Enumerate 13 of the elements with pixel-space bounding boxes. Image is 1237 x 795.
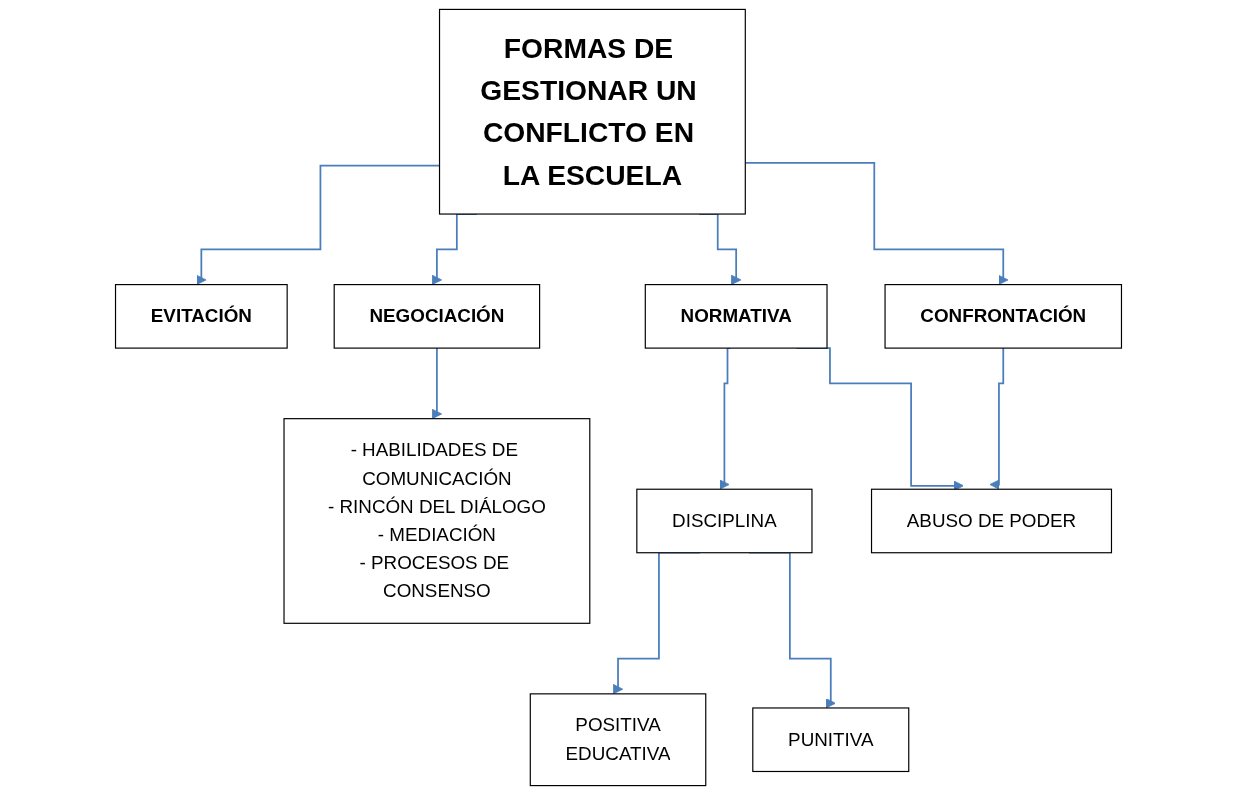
node-box: EVITACIÓN bbox=[114, 284, 288, 349]
node-box: PUNITIVA bbox=[752, 707, 910, 773]
node-box: CONFRONTACIÓN bbox=[884, 284, 1123, 349]
node-box: NORMATIVA bbox=[644, 284, 828, 349]
node-box: DISCIPLINA bbox=[636, 488, 813, 554]
arrow bbox=[989, 347, 1005, 490]
node-box: ABUSO DE PODER bbox=[870, 488, 1113, 554]
node-box: NEGOCIACIÓN bbox=[333, 284, 541, 349]
node-box: POSITIVA EDUCATIVA bbox=[529, 693, 707, 787]
node-box: - HABILIDADES DE COMUNICACIÓN - RINCÓN DEL DIÁLOGO - MEDIACIÓN - PROCESOS DE CONSENSO bbox=[283, 418, 591, 624]
arrow bbox=[431, 347, 443, 420]
node-box: FORMAS DE GESTIONAR UN CONFLICTO EN LA ESCUELA bbox=[438, 8, 746, 215]
arrow bbox=[719, 347, 732, 490]
